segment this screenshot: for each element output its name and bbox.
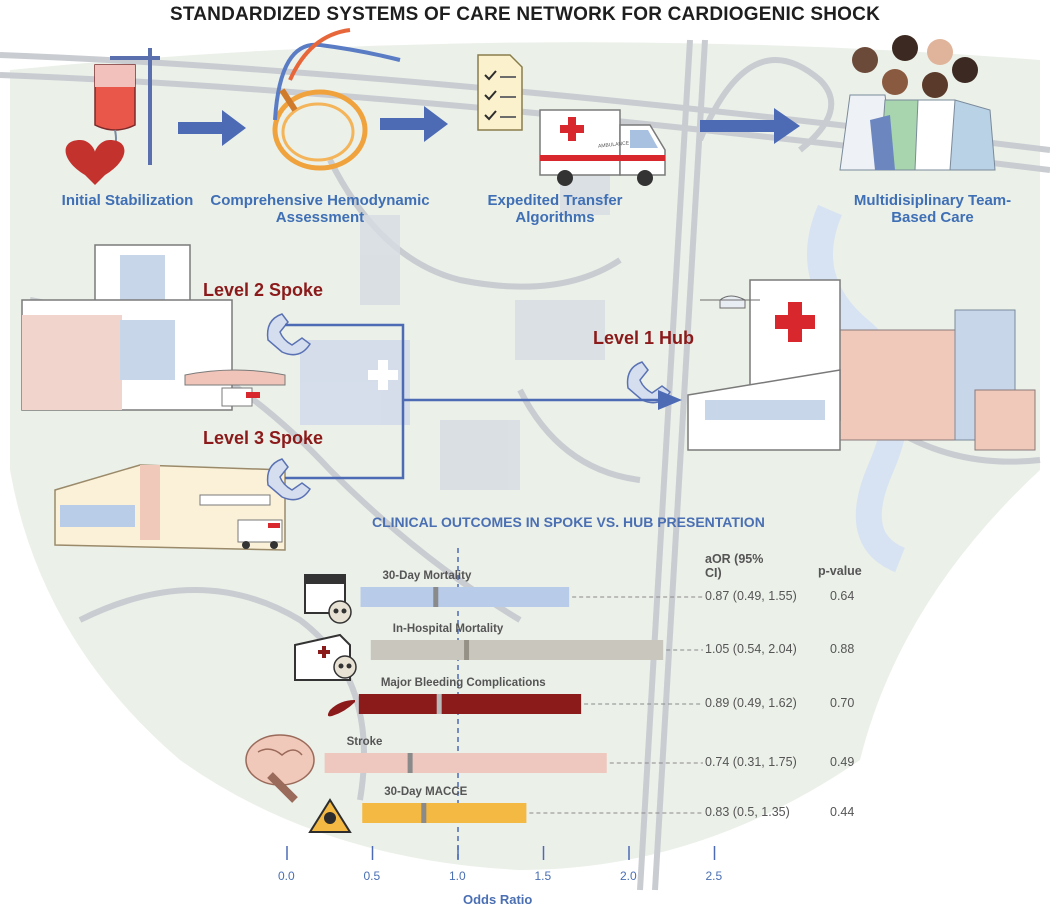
level1-hub-label: Level 1 Hub (593, 328, 695, 348)
flow-arrow-3 (700, 108, 800, 144)
level3-phone-icon (266, 458, 312, 501)
outcome-label: Stroke (346, 736, 383, 748)
x-tick-label: 0.0 (278, 869, 295, 883)
aor-value: 0.89 (0.49, 1.62) (705, 696, 797, 710)
catheter-icon (272, 28, 401, 171)
x-tick-label: 2.0 (620, 869, 637, 883)
ci-bar (360, 587, 570, 607)
level3-spoke-label: Level 3 Spoke (203, 428, 324, 448)
hub-arrowhead (658, 390, 682, 410)
x-tick-label: 0.5 (363, 869, 381, 883)
network-connector (285, 323, 660, 480)
level2-phone-icon (266, 313, 312, 356)
aor-value: 0.74 (0.31, 1.75) (705, 755, 797, 769)
blood-drop-icon (327, 700, 355, 717)
outcome-label: 30-Day Mortality (382, 570, 472, 582)
page-title: STANDARDIZED SYSTEMS OF CARE NETWORK FOR… (169, 4, 881, 25)
point-estimate (436, 694, 442, 714)
x-axis-label: Odds Ratio (463, 892, 533, 907)
outcome-label: Major Bleeding Complications (380, 677, 546, 689)
aor-value: 0.87 (0.49, 1.55) (705, 589, 797, 603)
point-estimate (433, 587, 439, 607)
map-hospital-cross-icon (368, 360, 398, 390)
ci-bar (324, 753, 607, 773)
x-tick-label: 2.5 (705, 869, 723, 883)
outcome-label: In-Hospital Mortality (392, 623, 504, 635)
point-estimate (407, 753, 413, 773)
checklist-icon (477, 54, 523, 131)
point-estimate (421, 803, 427, 823)
step-label-initial-stabilization: Initial Stabilization (61, 192, 194, 209)
p-value: 0.44 (830, 805, 855, 819)
p-value: 0.49 (830, 755, 855, 769)
flow-arrow-2 (380, 106, 448, 142)
step-label-team-based-care: Multidisiplinary Team-Based Care (853, 192, 1012, 226)
x-tick-label: 1.5 (534, 869, 552, 883)
pvalue-column-header: p-value (818, 564, 862, 578)
level3-spoke-clinic-icon (54, 464, 286, 551)
step-label-transfer-algorithms: Expedited Transfer Algorithms (487, 192, 623, 226)
level1-hub-hospital-icon (687, 279, 1036, 451)
brain-icon (245, 734, 315, 803)
p-value: 0.64 (830, 589, 855, 603)
step-label-hemodynamic-assessment: Comprehensive Hemodynamic Assessment (210, 192, 430, 226)
p-value: 0.88 (830, 642, 855, 656)
care-team-icon (839, 35, 996, 171)
aor-value: 0.83 (0.5, 1.35) (705, 805, 790, 819)
outcome-label: 30-Day MACCE (384, 786, 468, 798)
p-value: 0.70 (830, 696, 855, 710)
map-background (10, 42, 1040, 870)
level2-spoke-label: Level 2 Spoke (203, 280, 324, 300)
hospital-skull-icon (294, 633, 357, 681)
ambulance-icon (539, 109, 666, 186)
ci-bar (370, 640, 664, 660)
aor-column-header: aOR (95% CI) (705, 552, 764, 580)
warning-skull-icon (308, 798, 352, 833)
iv-bag-heart-icon (65, 48, 160, 185)
aor-value: 1.05 (0.54, 2.04) (705, 642, 797, 656)
level2-spoke-hospital-icon (21, 244, 286, 411)
map-blocks (300, 165, 610, 490)
calendar-skull-icon (304, 574, 352, 624)
flow-arrow-1 (178, 110, 246, 146)
chart-title: CLINICAL OUTCOMES IN SPOKE VS. HUB PRESE… (372, 514, 765, 530)
ci-bar (362, 803, 527, 823)
ci-bar (358, 694, 582, 714)
point-estimate (464, 640, 470, 660)
forest-plot (286, 548, 716, 862)
x-tick-label: 1.0 (449, 869, 466, 883)
